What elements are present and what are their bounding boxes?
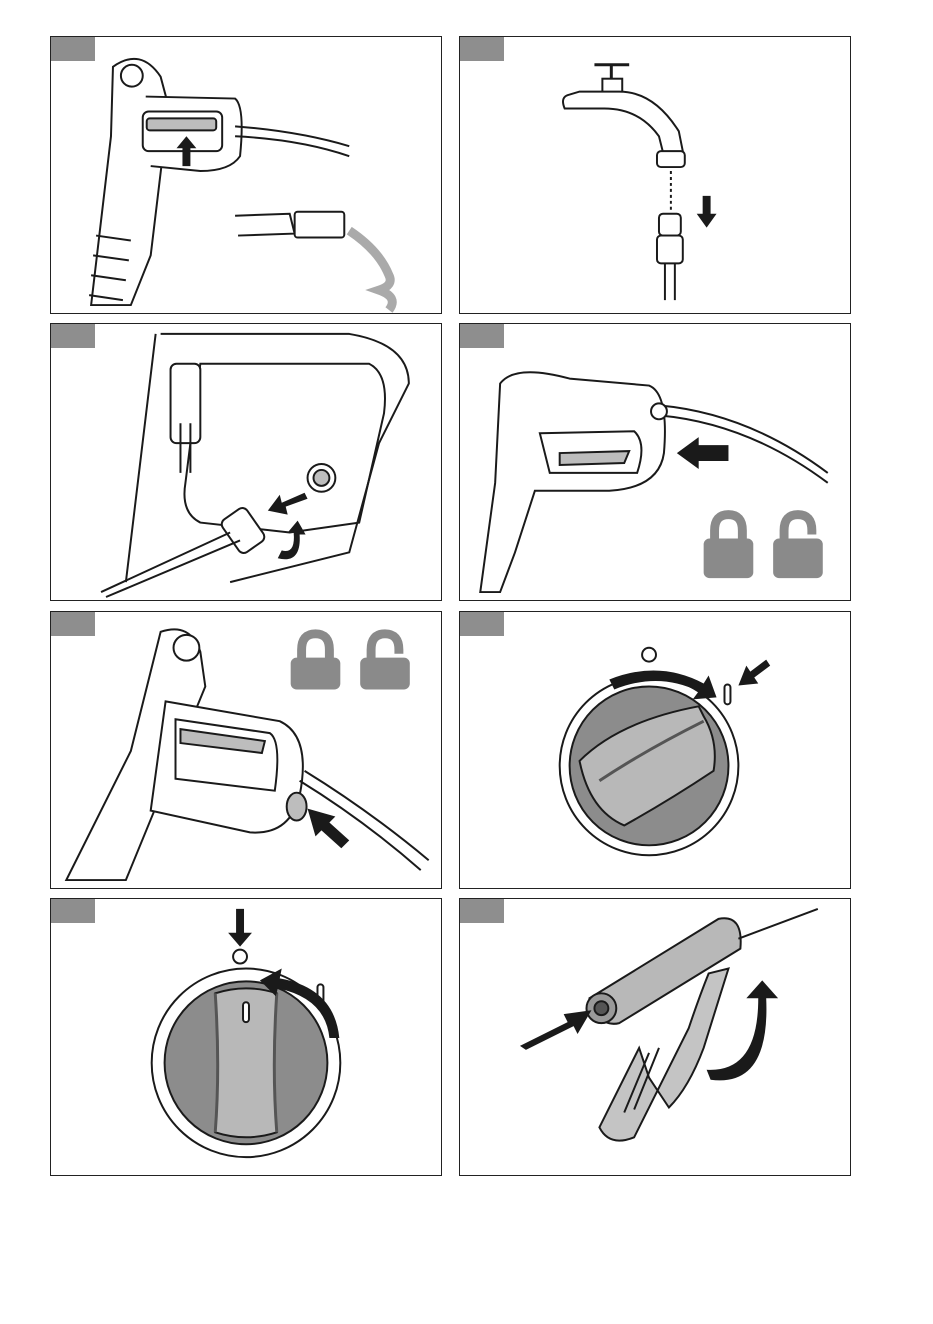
illustration-gun-trigger: [51, 37, 441, 313]
lock-open-icon: [360, 634, 410, 690]
panel-5: [50, 611, 442, 889]
rotate-arrow-icon: [278, 521, 306, 560]
panel-4: [459, 323, 851, 601]
illustration-water-tap: [460, 37, 850, 313]
panel-3: [50, 323, 442, 601]
illustration-gun-release: [460, 899, 850, 1175]
arrow-icon: [228, 909, 252, 947]
panel-1: [50, 36, 442, 314]
panel-2: [459, 36, 851, 314]
arrow-icon: [738, 660, 770, 686]
lock-closed-icon: [291, 634, 341, 690]
lock-closed-icon: [704, 515, 754, 579]
illustration-hose-connection: [51, 324, 441, 600]
panel-7: [50, 898, 442, 1176]
arrow-icon: [697, 196, 717, 228]
arrow-icon: [268, 493, 308, 515]
lock-open-icon: [773, 515, 823, 579]
illustration-gun-lock-unlock: [51, 612, 441, 888]
footer-print-marks: [0, 1316, 933, 1324]
arrow-icon: [520, 1010, 591, 1050]
arrow-icon: [677, 437, 729, 469]
illustration-knob-off: [51, 899, 441, 1175]
arrow-icon: [308, 809, 350, 849]
panel-8: [459, 898, 851, 1176]
illustration-gun-lock: [460, 324, 850, 600]
panel-6: [459, 611, 851, 889]
illustration-knob-on: [460, 612, 850, 888]
